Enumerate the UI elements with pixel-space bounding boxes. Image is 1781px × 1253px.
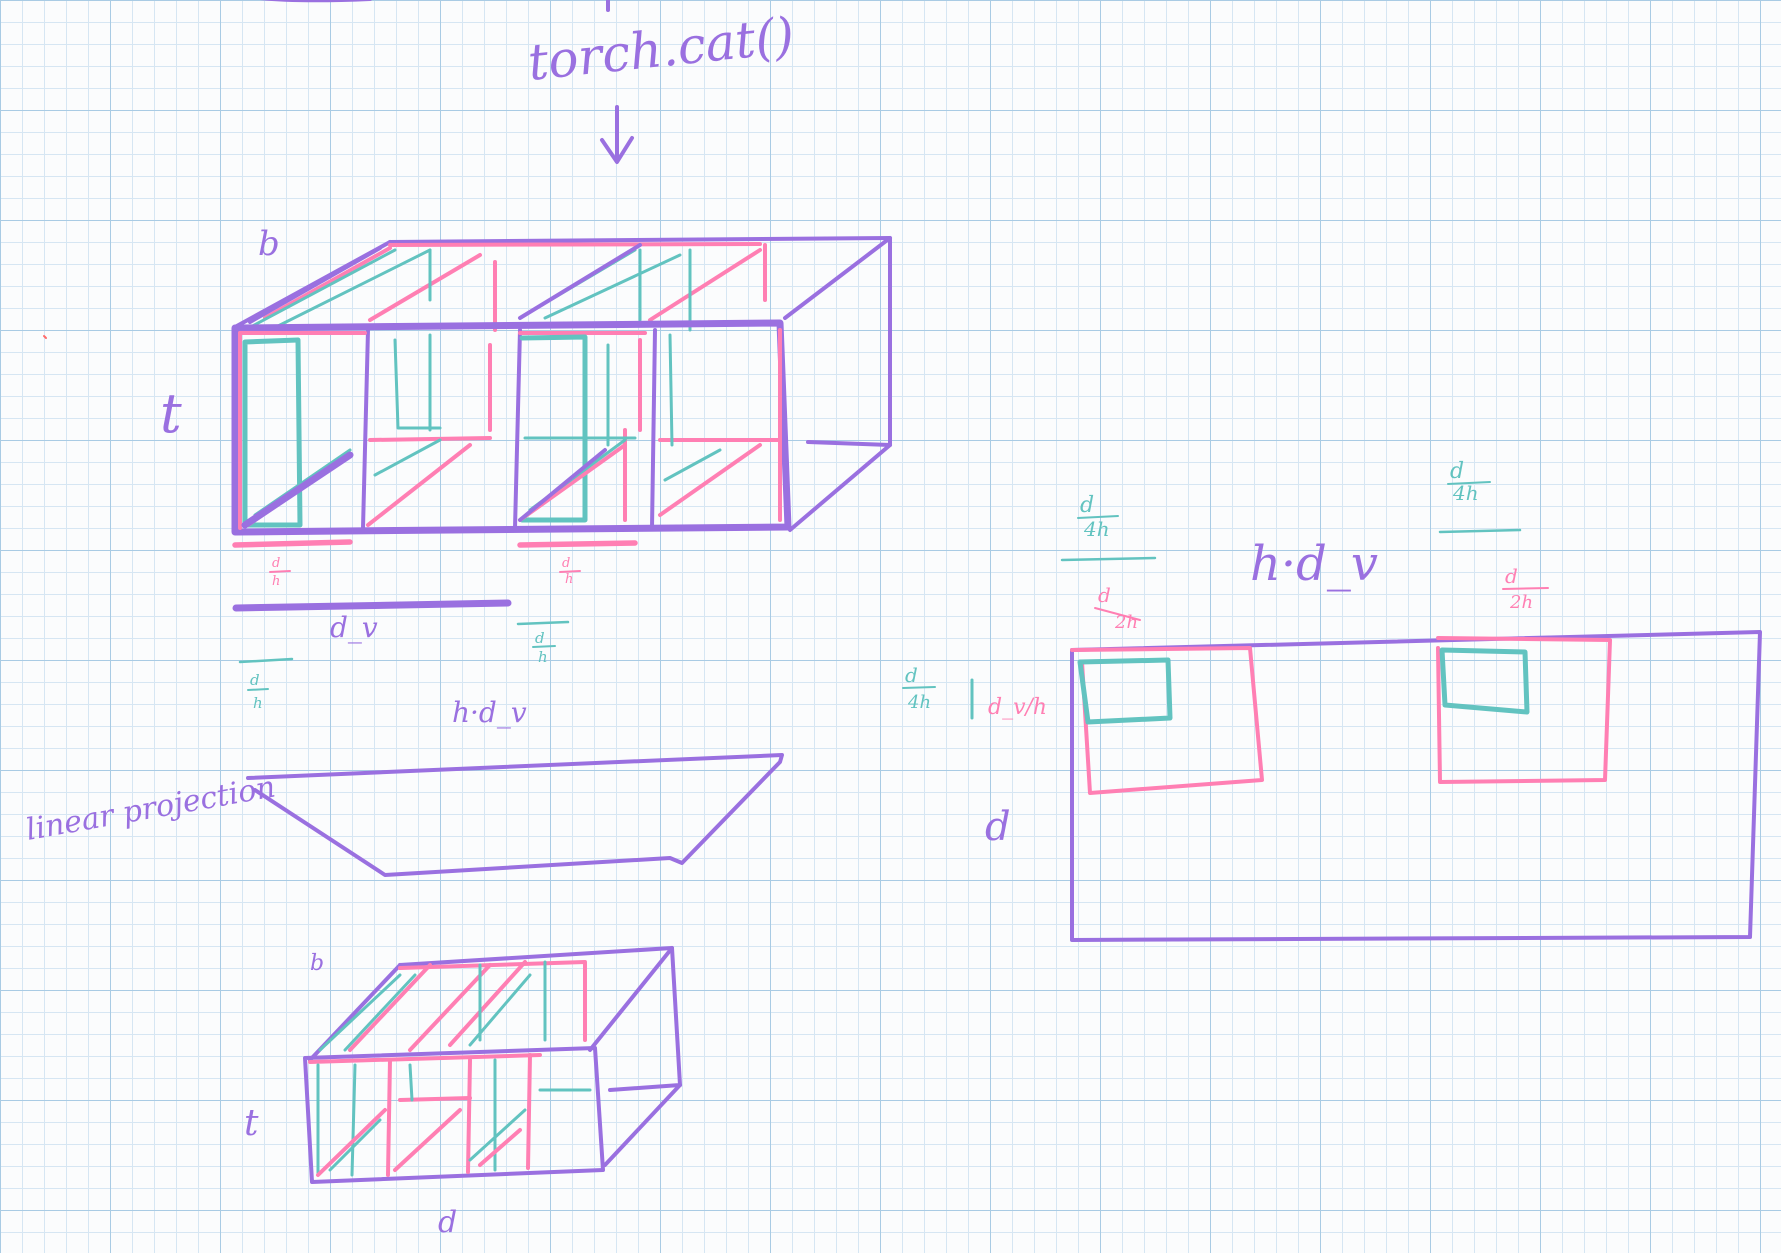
small-box-b-label: b [310, 951, 324, 976]
svg-text:d: d [1080, 493, 1094, 518]
linear-projection-shape [246, 753, 784, 877]
weight-matrix [1070, 630, 1762, 942]
svg-text:d: d [1450, 459, 1464, 484]
svg-text:h: h [565, 572, 573, 587]
svg-text:d: d [905, 663, 918, 687]
svg-text:h: h [253, 694, 263, 712]
svg-text:h: h [272, 574, 280, 589]
svg-text:d: d [1098, 583, 1111, 607]
matrix-frac-pink-1: d 2h [1094, 583, 1141, 633]
matrix-d-label: d [985, 804, 1011, 850]
big-box-t-label: t [160, 382, 182, 445]
svg-text:d: d [535, 629, 545, 647]
matrix-frac-teal-2: d 4h [1438, 459, 1522, 534]
svg-text:d: d [272, 556, 280, 571]
matrix-side-teal: d 4h [902, 663, 936, 713]
projected-tensor-box [303, 946, 682, 1184]
concat-tensor-box [231, 236, 892, 548]
svg-text:h: h [538, 648, 548, 666]
linear-projection-label: linear projection [23, 770, 278, 848]
matrix-frac-teal-1: d 4h [1060, 493, 1157, 562]
total-width-label: h·d_v [452, 696, 527, 729]
svg-text:d: d [250, 671, 260, 689]
width-dv-label: d_v [330, 611, 378, 644]
svg-text:2h: 2h [1114, 612, 1138, 633]
concat-op-label: torch.cat() [525, 6, 797, 92]
dv-width-line [232, 599, 512, 612]
svg-text:d: d [1505, 564, 1518, 588]
svg-text:2h: 2h [1509, 592, 1533, 613]
frac-dv-h-pink-1: d h [269, 556, 291, 589]
big-box-b-label: b [258, 224, 280, 264]
svg-text:4h: 4h [1452, 481, 1479, 505]
matrix-top-label: h·d_v [1250, 536, 1378, 592]
frac-dv-h-teal-left: d h [238, 657, 294, 712]
svg-text:d: d [562, 556, 570, 571]
small-box-d-label: d [438, 1205, 457, 1240]
small-box-t-label: t [244, 1103, 259, 1144]
frac-dv-h-teal-small: d h [516, 620, 570, 666]
down-arrow-icon [600, 105, 634, 164]
svg-text:4h: 4h [1083, 517, 1110, 541]
frac-dv-h-pink-2: d h [559, 556, 581, 587]
svg-text:4h: 4h [907, 692, 931, 713]
matrix-side-pink-label: d_v/h [988, 695, 1047, 720]
stray-mark [43, 335, 47, 339]
matrix-frac-pink-2: d 2h [1502, 564, 1549, 613]
